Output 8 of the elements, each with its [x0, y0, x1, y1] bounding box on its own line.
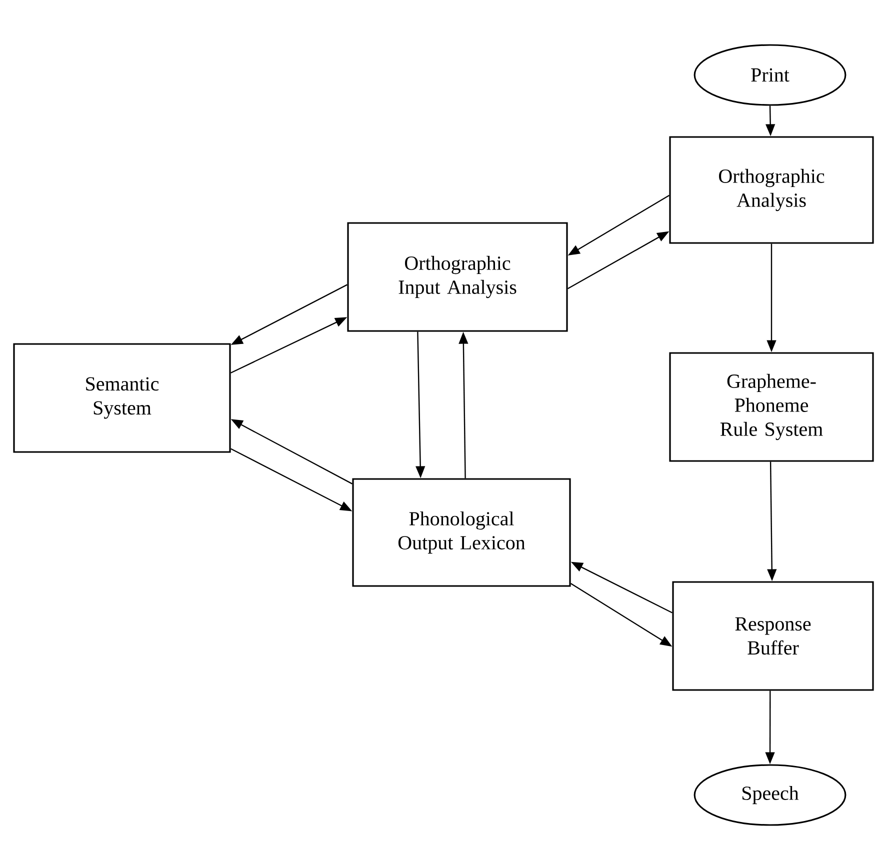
- process-box: Orthographic Input Analysis: [347, 222, 568, 332]
- terminal-oval: Speech: [694, 764, 846, 826]
- process-box: Phonological Output Lexicon: [352, 478, 571, 587]
- process-box: Semantic System: [13, 343, 231, 453]
- process-box: Orthographic Analysis: [669, 136, 874, 244]
- process-box: Response Buffer: [672, 581, 874, 691]
- terminal-oval: Print: [694, 44, 846, 106]
- process-box: Grapheme-Phoneme Rule System: [669, 352, 874, 462]
